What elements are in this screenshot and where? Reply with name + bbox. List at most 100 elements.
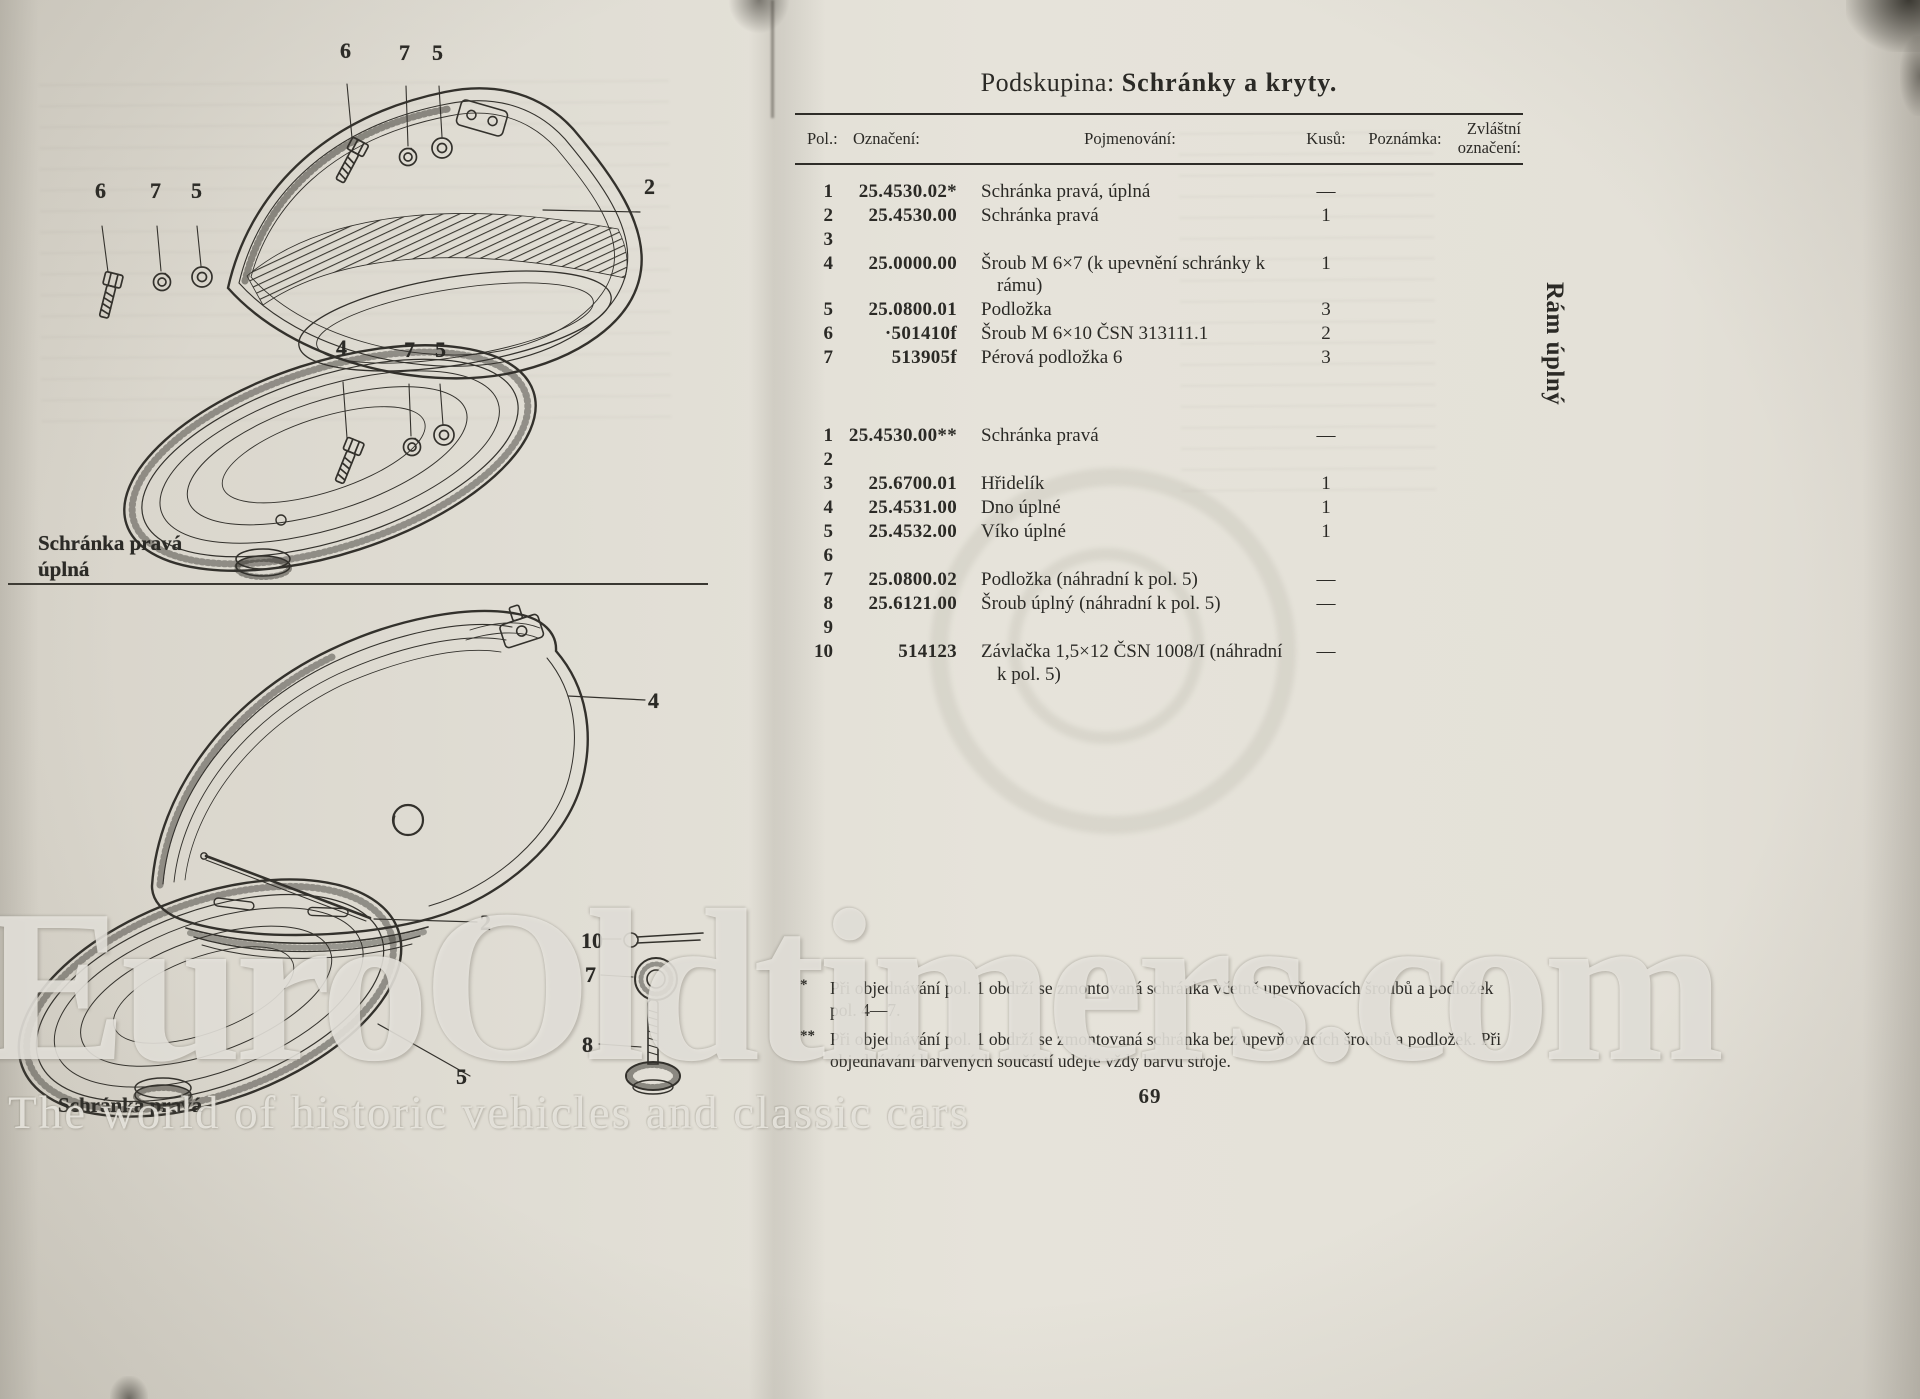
table-row: 2 25.4530.00 Schránka pravá 1	[795, 204, 1523, 228]
header-ozn: Označení:	[843, 113, 965, 165]
cell-note	[1357, 640, 1453, 686]
header-name: Pojmenování:	[965, 113, 1295, 165]
cell-name: Schránka pravá, úplná	[981, 180, 1151, 202]
cell-qty: 1	[1321, 497, 1331, 519]
callout-number: 7	[150, 178, 161, 203]
callout-number: 5	[456, 1064, 467, 1089]
cell-ozn: 25.6700.01	[868, 473, 957, 495]
figure-open-box-illustration	[94, 83, 643, 580]
callout-number: 6	[340, 38, 351, 63]
cell-qty: 2	[1321, 323, 1331, 345]
cell-name: Podložka	[981, 299, 1052, 321]
cell-special	[1453, 424, 1523, 448]
figure-caption-line: úplná	[38, 557, 90, 582]
cell-special	[1453, 472, 1523, 496]
callout-number: 7	[404, 337, 415, 362]
callout-number: 4	[336, 335, 347, 360]
cell-qty: 3	[1321, 347, 1331, 369]
section-divider	[8, 583, 708, 585]
callout-number: 8	[582, 1032, 593, 1057]
table-row: 3	[795, 228, 1523, 252]
footnote: ** Při objednávání pol. 1 obdrží se zmon…	[800, 1027, 1520, 1073]
cell-pol: 7	[823, 347, 834, 369]
cell-special	[1453, 228, 1523, 252]
parts-table: Pol.: Označení: Pojmenování: Kusů: Pozná…	[795, 113, 1523, 687]
cell-ozn: 25.4530.00**	[848, 425, 957, 447]
cell-pol: 10	[814, 641, 833, 663]
cell-note	[1357, 472, 1453, 496]
cell-qty: —	[1316, 569, 1336, 591]
cell-name: Schránka pravá	[981, 425, 1099, 447]
header-special: Zvláštní označení:	[1453, 113, 1523, 165]
table-row: 10 514123 Závlačka 1,5×12 ČSN 1008/I (ná…	[795, 640, 1523, 686]
cell-pol: 4	[823, 497, 834, 519]
cell-ozn: 25.4530.02*	[858, 180, 957, 202]
page-number: 69	[1138, 1084, 1162, 1108]
cell-pol: 6	[823, 323, 834, 345]
cell-pol: 5	[823, 521, 834, 543]
page-title-main: Schránky a kryty.	[1121, 68, 1338, 97]
gutter-crease	[771, 0, 774, 118]
cell-name: Šroub M 6×10 ČSN 313111.1	[981, 323, 1209, 345]
scan-smudge	[110, 1376, 148, 1399]
footnote-marker: **	[800, 1027, 815, 1044]
cell-pol: 9	[823, 617, 834, 639]
cell-note	[1357, 228, 1453, 252]
cell-ozn: 25.0000.00	[868, 253, 957, 275]
page-title-prefix: Podskupina:	[980, 68, 1115, 97]
figure-caption-bottom: Schránka pravá	[58, 1093, 203, 1117]
cell-name: Šroub M 6×7 (k upevnění schránky k rámu)	[981, 253, 1266, 297]
table-row: 6	[795, 544, 1523, 568]
cell-name: Dno úplné	[981, 497, 1061, 519]
cell-pol: 1	[823, 425, 834, 447]
footnote-text: Při objednávání pol. 1 obdrží se zmontov…	[830, 978, 1494, 1020]
table-row: 4 25.4531.00 Dno úplné 1	[795, 496, 1523, 520]
header-pol: Pol.:	[795, 113, 843, 165]
table-row: 7 25.0800.02 Podložka (náhradní k pol. 5…	[795, 568, 1523, 592]
cell-special	[1453, 520, 1523, 544]
cell-ozn	[843, 616, 965, 640]
cell-note	[1357, 298, 1453, 322]
header-special-line: Zvláštní	[1466, 119, 1521, 138]
cell-name: Hřidelík	[981, 473, 1045, 495]
table-row: 5 25.4532.00 Víko úplné 1	[795, 520, 1523, 544]
cell-note	[1357, 424, 1453, 448]
cell-pol: 3	[823, 229, 834, 250]
cell-note	[1357, 544, 1453, 568]
cell-ozn: 25.0800.02	[868, 569, 957, 591]
cell-special	[1453, 616, 1523, 640]
table-row: 1 25.4530.00** Schránka pravá —	[795, 424, 1523, 448]
cell-pol: 2	[823, 204, 834, 226]
cell-ozn: 25.4531.00	[868, 497, 957, 519]
cell-qty: —	[1316, 180, 1336, 202]
cell-pol: 4	[823, 253, 834, 275]
figure-closed-box-illustration	[17, 604, 704, 1118]
cell-special	[1453, 592, 1523, 616]
cell-pol: 3	[823, 473, 834, 495]
figure-caption-line: Schránka pravá	[38, 531, 183, 555]
cell-special	[1453, 322, 1523, 346]
table-group-gap	[795, 370, 1523, 424]
callout-number: 5	[191, 178, 202, 203]
cell-special	[1453, 544, 1523, 568]
cell-qty: —	[1316, 641, 1336, 663]
cell-note	[1357, 568, 1453, 592]
cell-pol: 1	[823, 180, 834, 202]
cell-note	[1357, 448, 1453, 472]
header-special-line: označení:	[1457, 137, 1521, 157]
cell-note	[1357, 164, 1453, 204]
table-row: 7 513905f Pérová podložka 6 3	[795, 346, 1523, 370]
table-row: 1 25.4530.02* Schránka pravá, úplná —	[795, 164, 1523, 204]
table-row: 8 25.6121.00 Šroub úplný (náhradní k pol…	[795, 592, 1523, 616]
cell-note	[1357, 204, 1453, 228]
scan-smudge	[1846, 0, 1920, 52]
cell-name: Víko úplné	[981, 521, 1066, 543]
cell-ozn	[843, 448, 965, 472]
cell-qty: —	[1316, 425, 1336, 447]
table-row: 5 25.0800.01 Podložka 3	[795, 298, 1523, 322]
cell-special	[1453, 204, 1523, 228]
cell-qty	[1295, 448, 1357, 472]
cell-name	[965, 544, 1295, 568]
scan-smudge	[1900, 36, 1920, 116]
